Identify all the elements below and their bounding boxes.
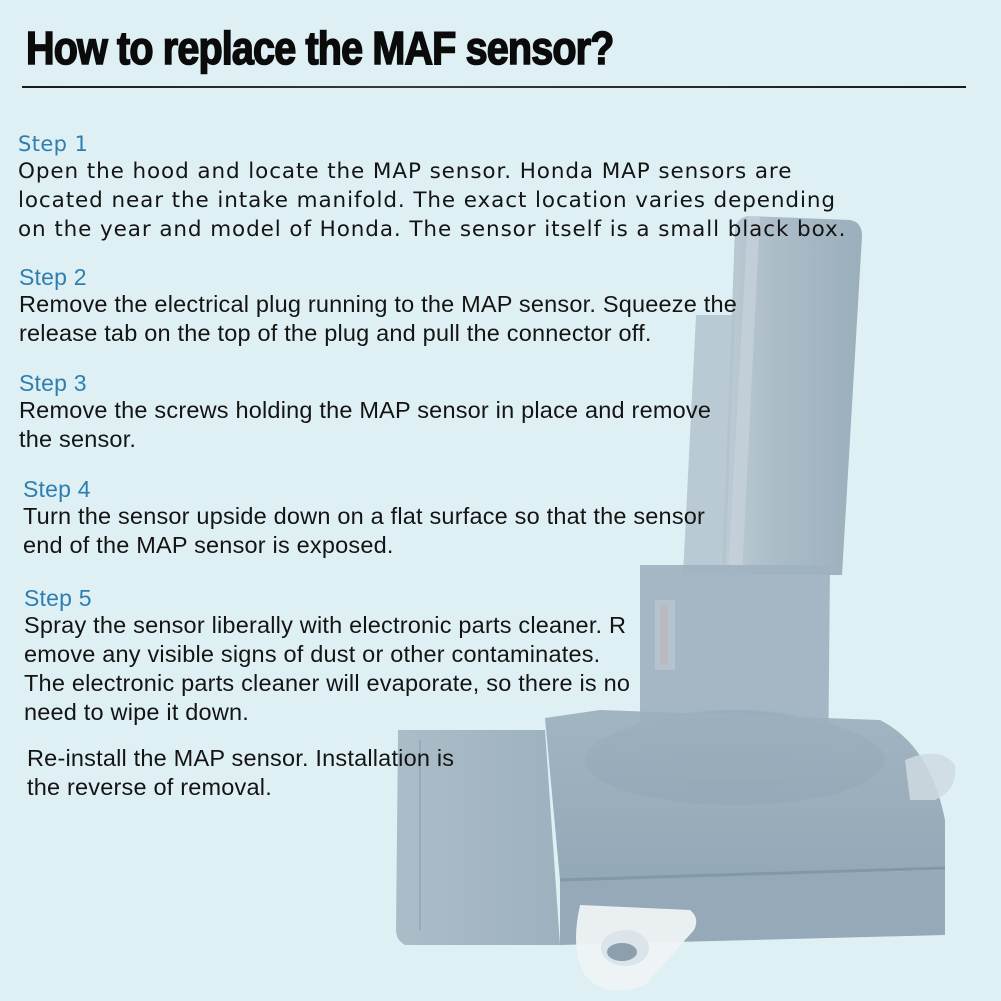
title-divider <box>22 86 966 88</box>
step-1-body: Open the hood and locate the MAP sensor.… <box>18 159 847 242</box>
step-5-body: Spray the sensor liberally with electron… <box>24 612 631 725</box>
step-2-body: Remove the electrical plug running to th… <box>19 291 737 346</box>
step-4: Step 4 Turn the sensor upside down on a … <box>23 476 705 560</box>
page-title: How to replace the MAF sensor? <box>25 21 615 75</box>
step-4-heading: Step 4 <box>23 476 91 502</box>
step-1-heading: Step 1 <box>18 132 89 156</box>
step-2-heading: Step 2 <box>19 264 87 290</box>
step-1: Step 1 Open the hood and locate the MAP … <box>18 131 846 244</box>
step-3: Step 3 Remove the screws holding the MAP… <box>19 370 711 454</box>
final-note-body: Re-install the MAP sensor. Installation … <box>27 745 455 800</box>
final-note: Re-install the MAP sensor. Installation … <box>27 744 454 802</box>
step-3-heading: Step 3 <box>19 370 87 396</box>
step-4-body: Turn the sensor upside down on a flat su… <box>23 503 706 558</box>
step-3-body: Remove the screws holding the MAP sensor… <box>19 397 712 452</box>
step-5: Step 5 Spray the sensor liberally with e… <box>24 585 630 727</box>
step-2: Step 2 Remove the electrical plug runnin… <box>19 264 737 348</box>
step-5-heading: Step 5 <box>24 585 92 611</box>
